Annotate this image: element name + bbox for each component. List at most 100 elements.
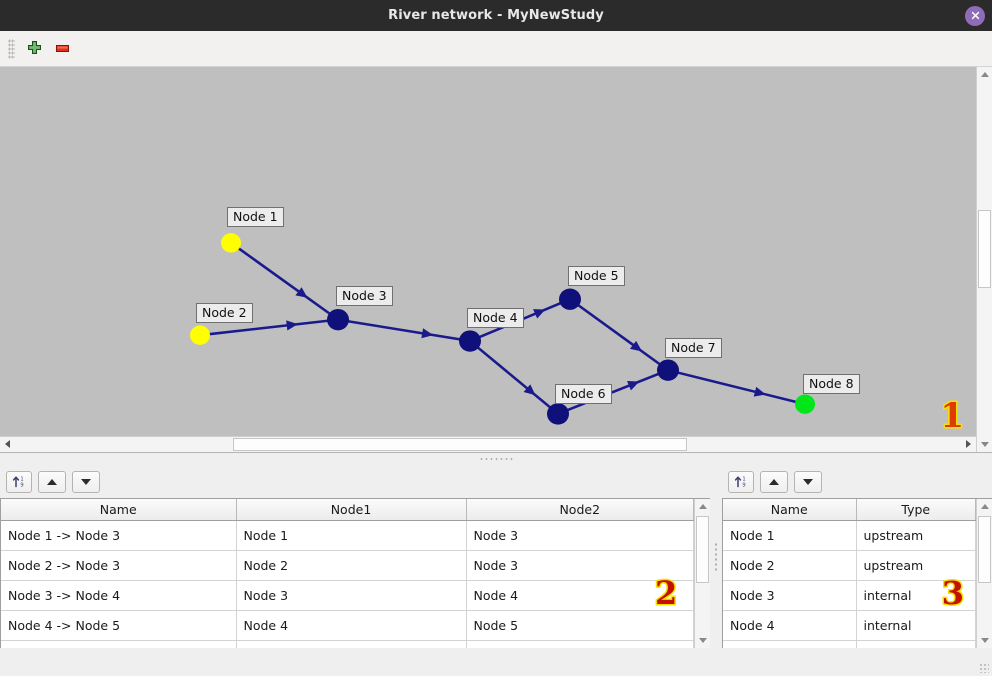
graph-node-label[interactable]: Node 7 (665, 338, 722, 359)
table-cell[interactable]: Node 2 (723, 550, 857, 582)
graph-node[interactable] (795, 394, 815, 414)
graph-edge[interactable] (566, 372, 660, 412)
scroll-right-arrow-icon[interactable] (961, 436, 976, 452)
network-graph-canvas[interactable] (0, 67, 992, 452)
scroll-down-arrow-icon[interactable] (977, 436, 992, 452)
horizontal-splitter[interactable] (0, 451, 992, 466)
column-header[interactable]: Type (856, 498, 976, 522)
graph-node[interactable] (459, 330, 481, 352)
graph-vscroll-track[interactable] (977, 82, 992, 437)
graph-node[interactable] (547, 403, 569, 425)
reaches-vscroll-thumb[interactable] (696, 515, 709, 583)
move-up-icon[interactable] (760, 470, 788, 493)
table-cell[interactable]: Node 2 -> Node 3 (1, 550, 237, 582)
table-cell[interactable] (723, 640, 857, 648)
graph-vscroll-thumb[interactable] (978, 209, 991, 288)
graph-node-label[interactable]: Node 3 (336, 286, 393, 307)
column-header[interactable]: Name (723, 498, 857, 522)
scroll-up-arrow-icon[interactable] (977, 499, 992, 514)
scroll-up-arrow-icon[interactable] (977, 67, 992, 82)
graph-node-label[interactable]: Node 1 (227, 207, 284, 228)
sort-icon[interactable]: 1 9 (6, 470, 32, 493)
table-cell[interactable]: Node 1 -> Node 3 (1, 520, 237, 552)
table-cell[interactable] (466, 640, 694, 648)
table-cell[interactable]: Node 2 (236, 550, 467, 582)
table-cell[interactable]: Node 1 (236, 520, 467, 552)
graph-node[interactable] (657, 359, 679, 381)
reaches-vscroll-track[interactable] (695, 514, 710, 633)
table-cell[interactable]: upstream (856, 520, 976, 552)
table-cell[interactable]: Node 3 (466, 520, 694, 552)
column-header[interactable]: Node2 (466, 498, 694, 522)
move-down-icon[interactable] (794, 470, 822, 493)
graph-edge[interactable] (476, 346, 552, 409)
table-cell[interactable]: Node 3 (236, 580, 467, 612)
graph-hscroll-thumb[interactable] (232, 437, 687, 451)
table-row-partial[interactable] (1, 640, 694, 648)
graph-edge[interactable] (208, 319, 329, 336)
move-up-icon[interactable] (38, 470, 66, 493)
nodes-vertical-scrollbar[interactable] (976, 498, 992, 648)
toolbar-grip[interactable] (8, 38, 15, 59)
table-cell[interactable]: Node 5 (466, 610, 694, 642)
graph-node-label[interactable]: Node 2 (196, 303, 253, 324)
table-cell[interactable]: Node 4 -> Node 5 (1, 610, 237, 642)
table-cell[interactable]: Node 4 (466, 580, 694, 612)
graph-node[interactable] (327, 308, 349, 331)
table-cell[interactable]: Node 4 (236, 610, 467, 642)
remove-node-icon[interactable] (48, 35, 76, 63)
graph-edge[interactable] (577, 304, 661, 366)
graph-edge[interactable] (677, 371, 797, 404)
sort-icon[interactable]: 1 9 (728, 470, 754, 493)
nodes-vscroll-track[interactable] (977, 514, 992, 633)
table-cell[interactable]: internal (856, 610, 976, 642)
graph-horizontal-scrollbar[interactable] (0, 435, 976, 452)
table-cell[interactable]: internal (856, 580, 976, 612)
table-cell[interactable]: upstream (856, 550, 976, 582)
graph-edge[interactable] (347, 319, 461, 341)
vertical-splitter[interactable] (710, 465, 722, 648)
add-node-icon[interactable] (20, 35, 48, 63)
table-cell[interactable] (236, 640, 467, 648)
nodes-vscroll-thumb[interactable] (978, 515, 991, 583)
graph-node-label[interactable]: Node 8 (803, 374, 860, 395)
table-cell[interactable]: Node 4 (723, 610, 857, 642)
scroll-down-arrow-icon[interactable] (977, 633, 992, 648)
column-header[interactable]: Name (1, 498, 237, 522)
graph-edge[interactable] (237, 247, 331, 315)
resize-grip-icon[interactable] (979, 663, 989, 673)
close-icon[interactable] (965, 5, 985, 26)
reaches-vertical-scrollbar[interactable] (694, 498, 710, 648)
scroll-down-arrow-icon[interactable] (695, 633, 710, 648)
scroll-up-arrow-icon[interactable] (695, 499, 710, 514)
column-header[interactable]: Node1 (236, 498, 467, 522)
table-cell[interactable] (856, 640, 976, 648)
table-cell[interactable]: Node 3 -> Node 4 (1, 580, 237, 612)
graph-vertical-scrollbar[interactable] (976, 67, 992, 452)
table-row-partial[interactable] (723, 640, 976, 648)
graph-node[interactable] (221, 233, 241, 253)
graph-node[interactable] (190, 325, 210, 345)
graph-hscroll-track[interactable] (15, 437, 961, 452)
table-cell[interactable] (1, 640, 237, 648)
scroll-left-arrow-icon[interactable] (0, 436, 15, 452)
move-down-icon[interactable] (72, 470, 100, 493)
table-cell[interactable]: Node 3 (723, 580, 857, 612)
table-cell[interactable]: Node 1 (723, 520, 857, 552)
table-cell[interactable]: Node 3 (466, 550, 694, 582)
graph-node-label[interactable]: Node 6 (555, 384, 612, 405)
graph-node-label[interactable]: Node 4 (467, 308, 524, 329)
